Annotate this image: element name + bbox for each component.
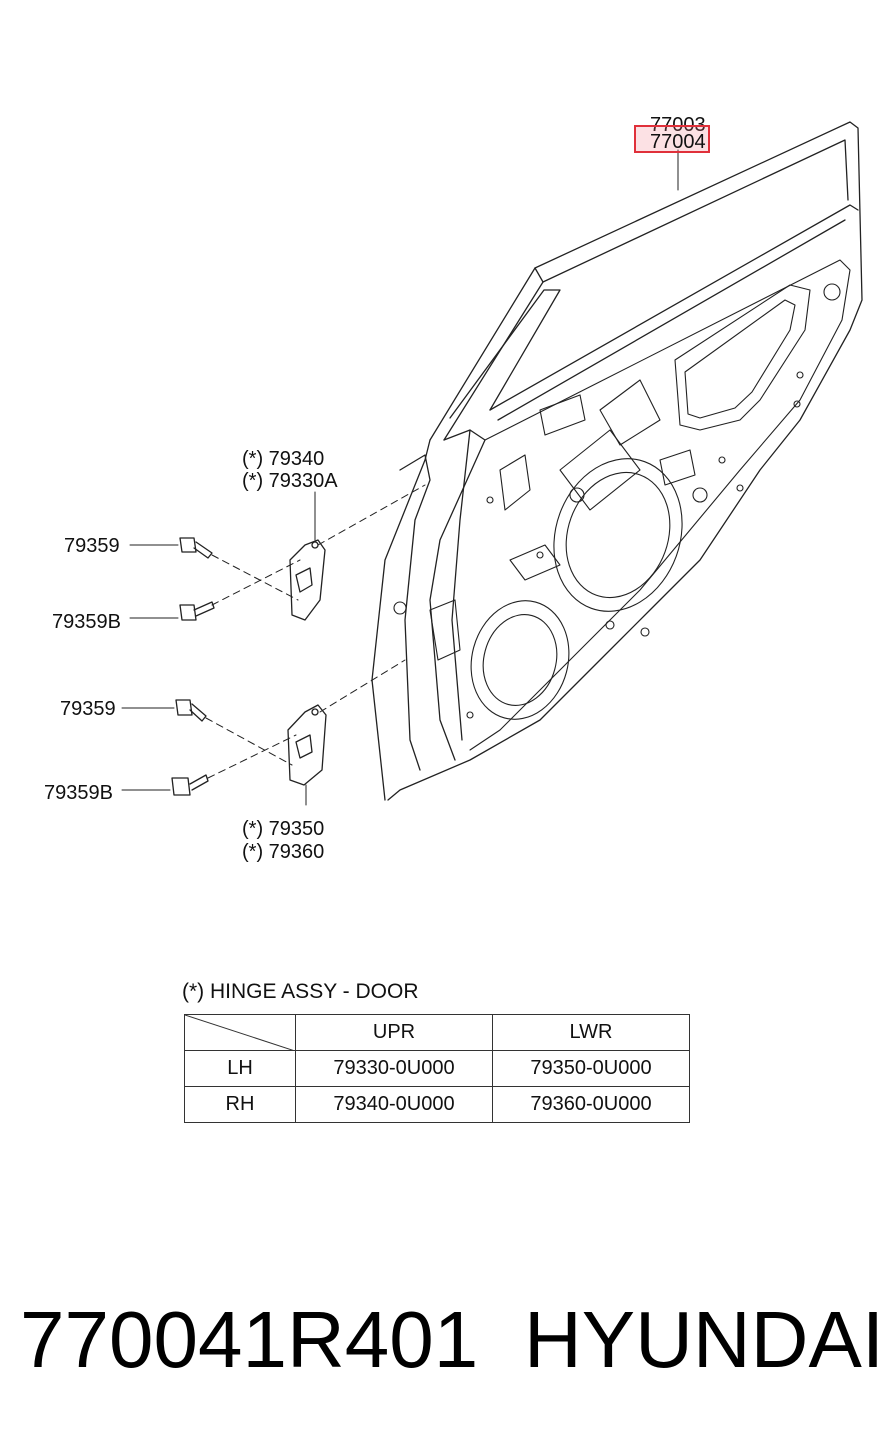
table-row: LH 79330-0U000 79350-0U000	[184, 1050, 690, 1087]
label-bolt-lower: 79359	[60, 698, 116, 720]
footer-part-number: 770041R401	[20, 1295, 479, 1384]
upper-hinge	[289, 539, 326, 621]
lower-hinge	[287, 704, 327, 786]
table-header-lwr: LWR	[492, 1014, 690, 1051]
assembly-dash-lines	[205, 484, 426, 779]
table-cell-lwr: 79360-0U000	[492, 1086, 690, 1123]
table-corner-cell	[184, 1014, 296, 1051]
footer-brand: HYUNDAI	[524, 1295, 885, 1384]
label-lower-hinge-lh: (*) 79350	[242, 818, 325, 840]
table-cell-side: LH	[184, 1050, 296, 1087]
legend-title: (*) HINGE ASSY - DOOR	[182, 980, 419, 1003]
inner-panel-details	[393, 259, 851, 751]
diagonal-divider	[185, 1015, 295, 1051]
bolt-icons	[171, 537, 215, 796]
leader-lines	[121, 149, 679, 806]
table-cell-side: RH	[184, 1086, 296, 1123]
table-header-upr: UPR	[295, 1014, 493, 1051]
label-upper-hinge-lh: (*) 79330A	[242, 470, 338, 492]
label-part-77004: 77004	[650, 131, 706, 153]
table-row: RH 79340-0U000 79360-0U000	[184, 1086, 690, 1123]
table-cell-upr: 79340-0U000	[295, 1086, 493, 1123]
hinge-table: UPR LWR LH 79330-0U000 79350-0U000 RH 79…	[184, 1014, 690, 1123]
table-header-row: UPR LWR	[184, 1014, 690, 1051]
label-upper-hinge-rh: (*) 79340	[242, 448, 325, 470]
label-bolt-upper: 79359	[64, 535, 120, 557]
label-bolt-lower-b: 79359B	[44, 782, 113, 804]
label-lower-hinge-rh: (*) 79360	[242, 841, 325, 863]
label-bolt-upper-b: 79359B	[52, 611, 121, 633]
table-cell-lwr: 79350-0U000	[492, 1050, 690, 1087]
door-panel-diagram	[121, 121, 863, 806]
highlight-box	[634, 125, 710, 153]
table-cell-upr: 79330-0U000	[295, 1050, 493, 1087]
door-frame-outline	[371, 121, 863, 801]
